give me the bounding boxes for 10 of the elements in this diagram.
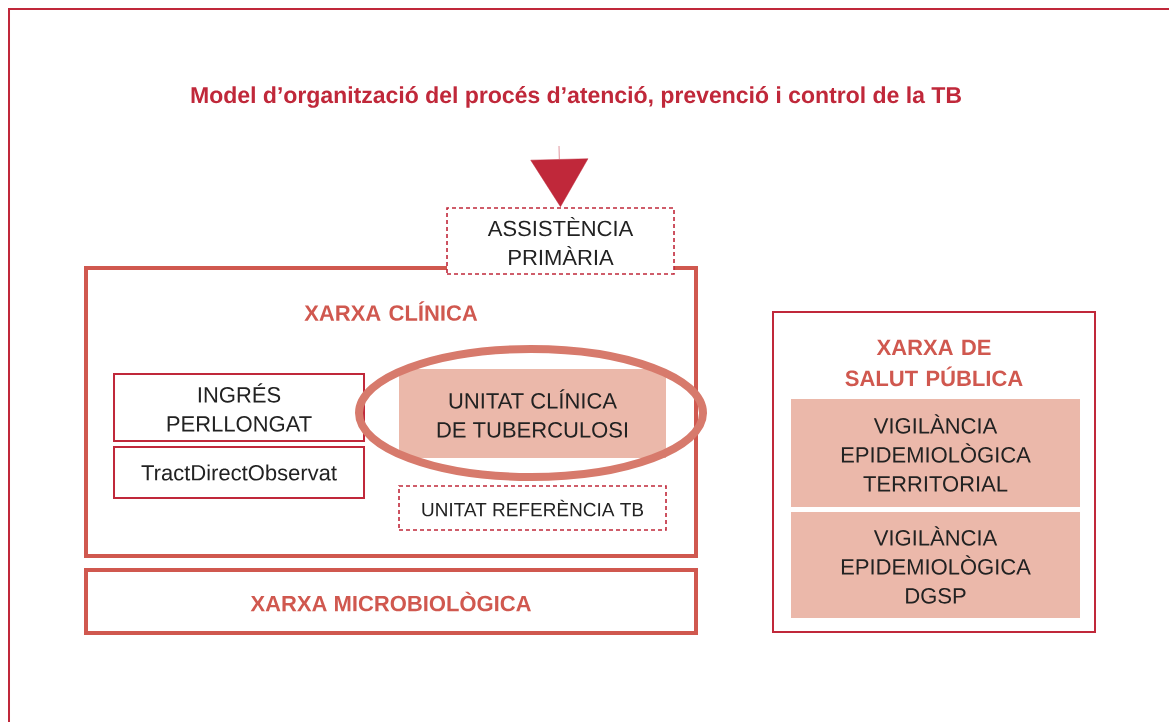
arrow: [530, 145, 589, 207]
dashed-box: ASSISTÈNCIA PRIMÀRIA: [446, 207, 675, 275]
service-box: TractDirectObservat: [113, 446, 365, 499]
service-box: INGRÉS PERLLONGAT: [113, 373, 365, 442]
unit-box: VIGILÀNCIA EPIDEMIOLÒGICA DGSP: [791, 512, 1080, 618]
network-band: XARXA MICROBIOLÒGICA: [84, 568, 698, 635]
dashed-box: UNITAT REFERÈNCIA TB: [398, 485, 667, 531]
unit-box: UNITAT CLÍNICA DE TUBERCULOSI: [399, 369, 666, 458]
title: Model d’organització del procés d’atenció, prevenció i control de la TB: [191, 86, 961, 108]
unit-box: VIGILÀNCIA EPIDEMIOLÒGICA TERRITORIAL: [791, 399, 1080, 507]
